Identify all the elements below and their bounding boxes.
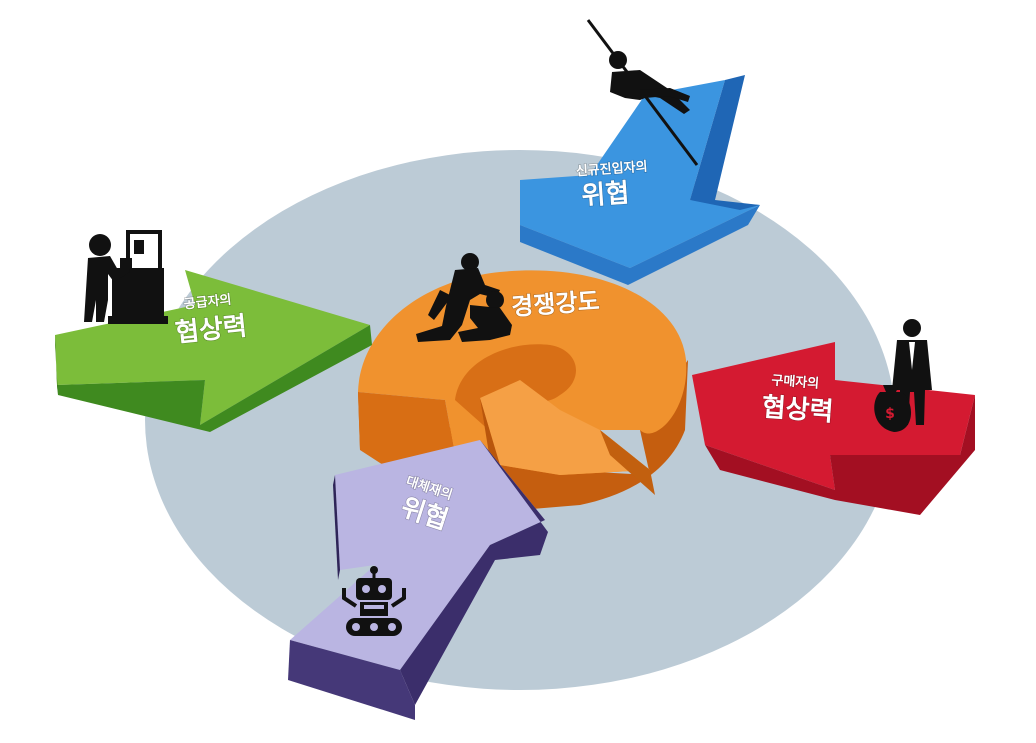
svg-text:$: $: [885, 406, 895, 422]
suppliers-arrow: [55, 270, 372, 432]
new-entrants-big-label: 위협: [581, 178, 631, 211]
factory-worker-icon: [84, 230, 168, 324]
wrestlers-icon: [416, 253, 512, 342]
suppliers-big-label: 협상력: [174, 311, 249, 348]
suppliers-small-label: 공급자의: [183, 292, 232, 313]
buyers-small-label: 구매자의: [771, 372, 820, 391]
new-entrants-small-label: 신규진입자의: [575, 159, 648, 180]
buyers-big-label: 협상력: [761, 393, 835, 428]
substitutes-arrow: [288, 440, 548, 720]
rivalry-label: 경쟁강도: [510, 287, 600, 321]
pole-vaulter-icon: [586, 19, 699, 166]
robot-icon: [342, 566, 406, 636]
businessman-money-bag-icon: $: [874, 319, 932, 432]
new-entrants-arrow: [520, 75, 760, 285]
buyers-arrow: [692, 342, 975, 515]
